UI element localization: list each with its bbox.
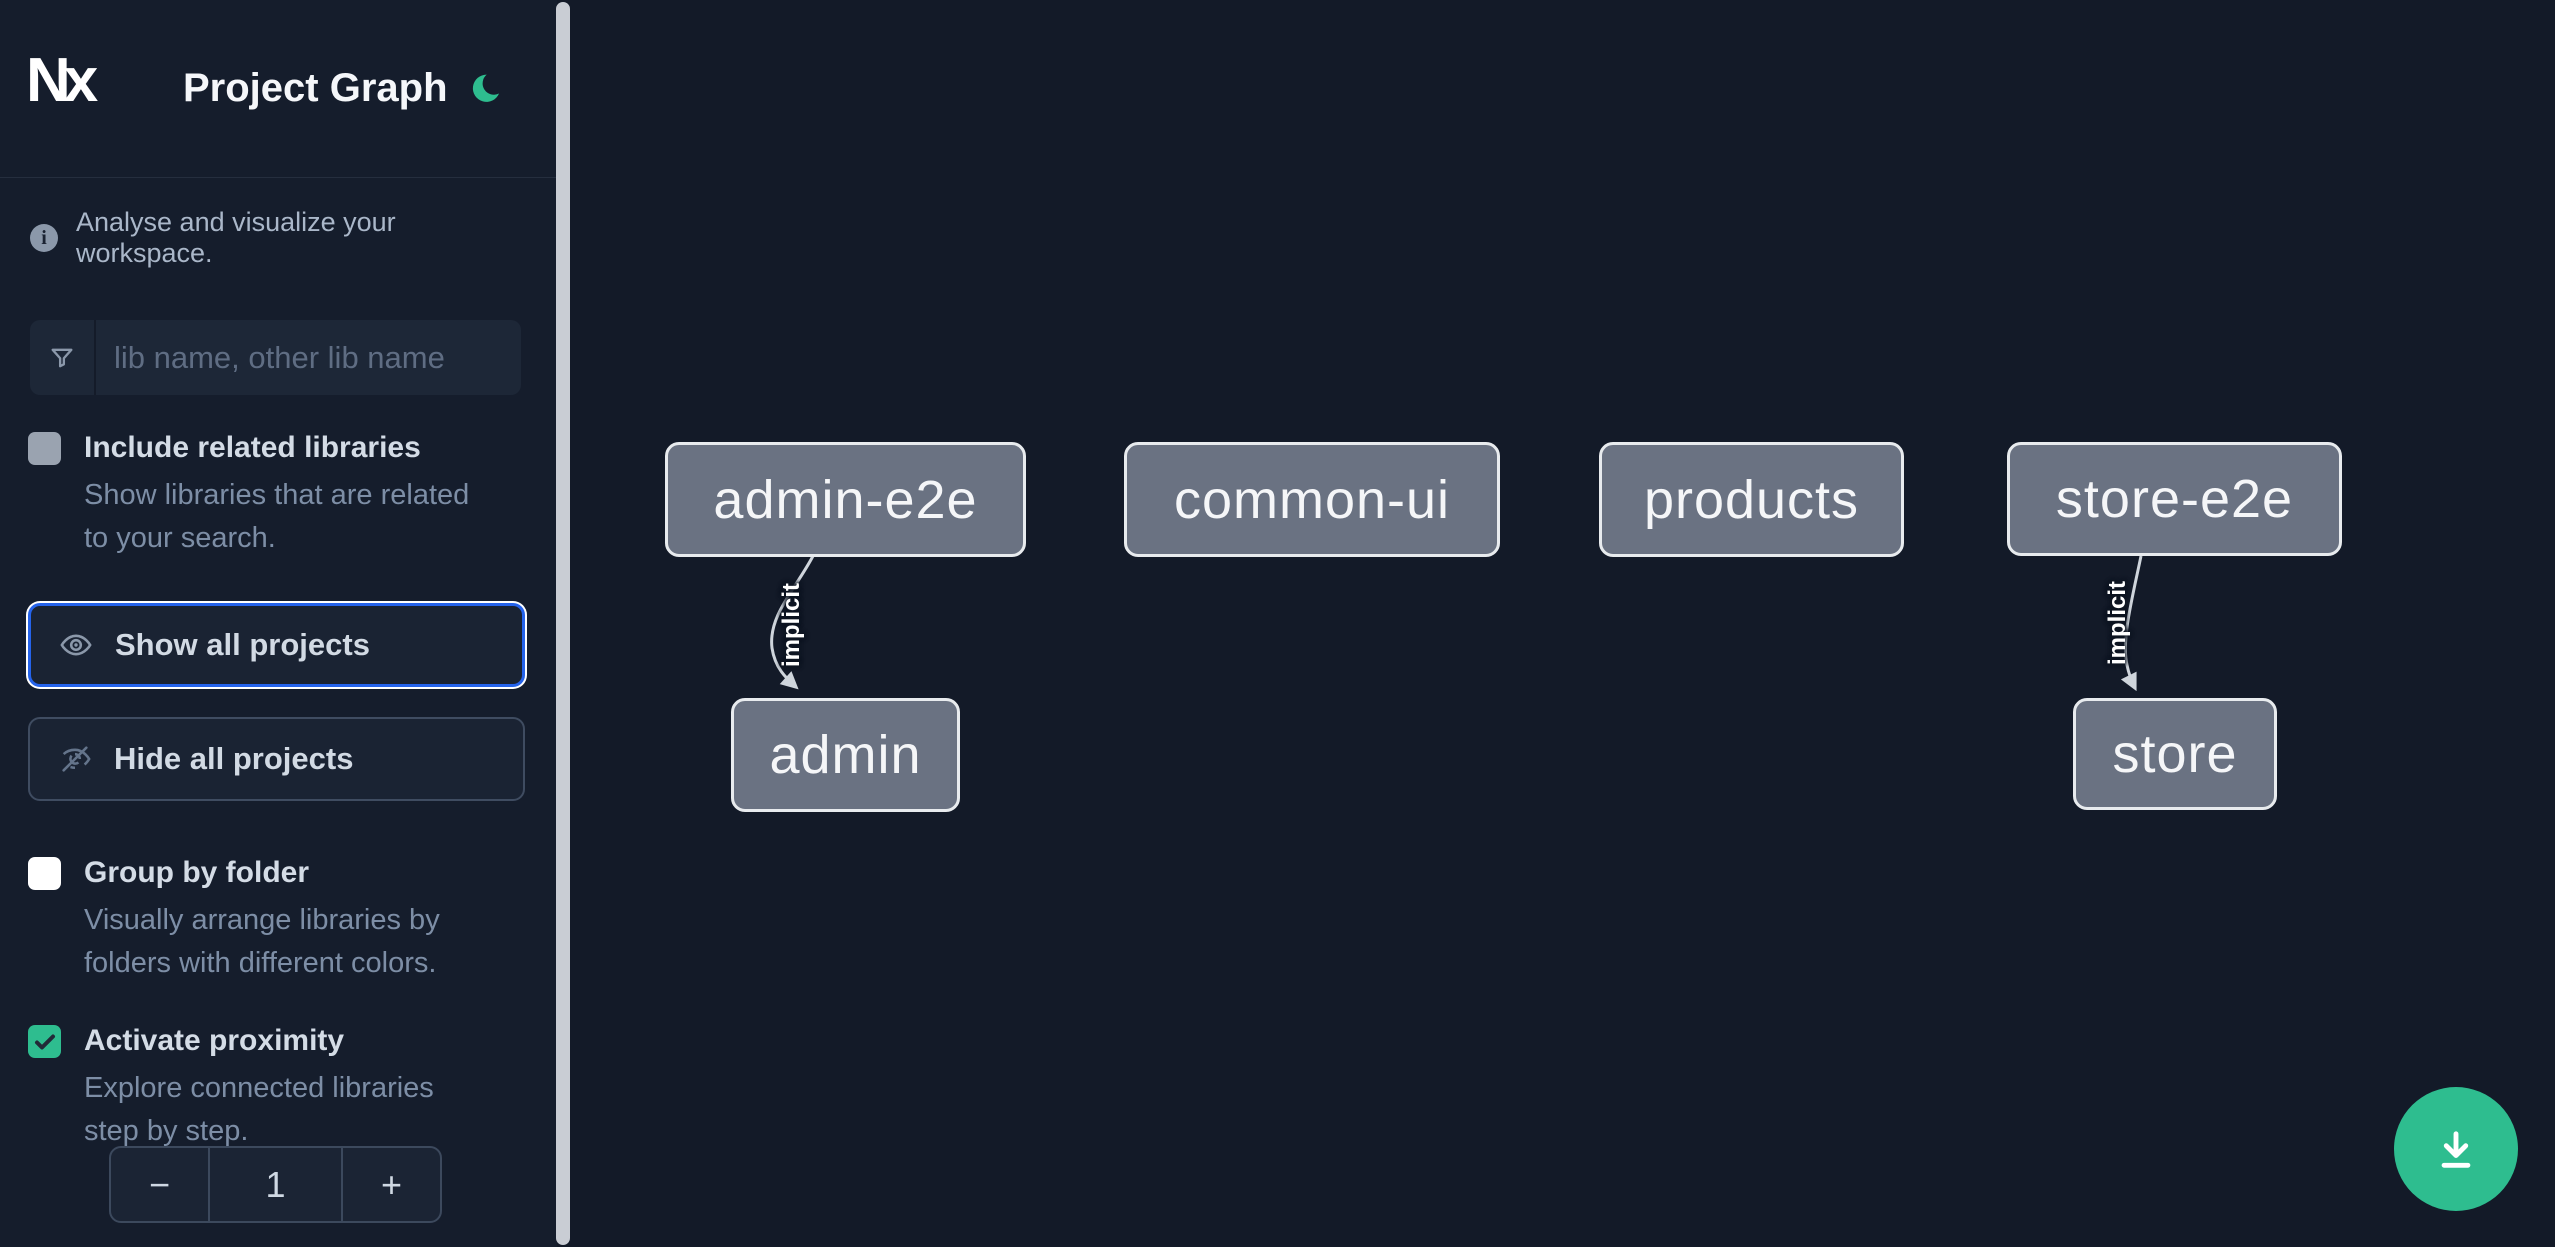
download-image-button[interactable] (2394, 1087, 2518, 1211)
graph-canvas[interactable] (570, 0, 2555, 1247)
proximity-value[interactable]: 1 (208, 1148, 343, 1221)
show-all-projects-label: Show all projects (115, 627, 370, 662)
hide-all-projects-label: Hide all projects (114, 741, 354, 776)
group-by-folder-row: Group by folder Visually arrange librari… (28, 855, 528, 985)
graph-node-common-ui[interactable]: common-ui (1124, 442, 1500, 557)
theme-toggle-button[interactable] (468, 70, 504, 106)
moon-icon (468, 71, 504, 105)
activate-proximity-label[interactable]: Activate proximity (84, 1024, 345, 1057)
page-title: Project Graph (183, 66, 448, 110)
group-by-folder-label[interactable]: Group by folder (84, 856, 309, 889)
funnel-icon (30, 320, 96, 395)
download-icon (2430, 1123, 2482, 1175)
hide-all-projects-button[interactable]: Hide all projects (28, 717, 525, 801)
filter-input[interactable] (96, 320, 521, 395)
sidebar: Nx Project Graph i Analyse and visualize… (0, 0, 557, 1247)
sidebar-scrollbar[interactable] (556, 2, 570, 1245)
proximity-decrement-button[interactable]: − (111, 1148, 208, 1221)
activate-proximity-checkbox[interactable] (28, 1025, 61, 1058)
activate-proximity-row: Activate proximity Explore connected lib… (28, 1023, 528, 1153)
group-by-folder-description: Visually arrange libraries by folders wi… (84, 904, 440, 979)
include-related-description: Show libraries that are related to your … (84, 479, 470, 554)
include-related-row: Include related libraries Show libraries… (28, 430, 528, 560)
edge-label-admin-e2e-admin: implicit (778, 582, 805, 668)
tagline-text: Analyse and visualize your workspace. (76, 207, 396, 268)
edge-label-store-e2e-store: implicit (2104, 580, 2131, 666)
graph-node-store-e2e[interactable]: store-e2e (2007, 442, 2342, 556)
graph-node-products[interactable]: products (1599, 442, 1904, 557)
graph-node-store[interactable]: store (2073, 698, 2277, 810)
proximity-stepper: − 1 + (109, 1146, 442, 1223)
graph-node-admin[interactable]: admin (731, 698, 960, 812)
filter-box (30, 320, 521, 395)
tagline-row: i Analyse and visualize your workspace. (30, 207, 530, 269)
eye-icon (59, 628, 93, 662)
include-related-label[interactable]: Include related libraries (84, 431, 421, 464)
graph-node-admin-e2e[interactable]: admin-e2e (665, 442, 1026, 557)
eye-off-icon (58, 742, 92, 776)
show-all-projects-button[interactable]: Show all projects (28, 603, 525, 687)
include-related-checkbox[interactable] (28, 432, 61, 465)
proximity-increment-button[interactable]: + (343, 1148, 440, 1221)
group-by-folder-checkbox[interactable] (28, 857, 61, 890)
info-icon: i (30, 224, 58, 252)
sidebar-header: Nx Project Graph (0, 0, 557, 178)
nx-logo: Nx (26, 46, 98, 115)
activate-proximity-description: Explore connected libraries step by step… (84, 1072, 434, 1147)
